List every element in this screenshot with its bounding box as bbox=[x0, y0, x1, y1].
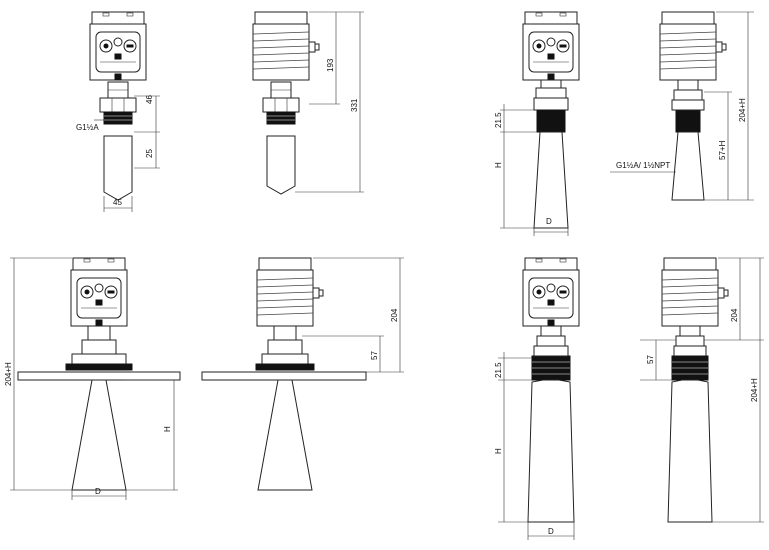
view-horn-front bbox=[500, 11, 580, 236]
label-thread-npt: G1½A/ 1½NPT bbox=[616, 161, 670, 170]
view-large-horn-side bbox=[640, 257, 764, 523]
label-width-d-large: D bbox=[548, 527, 554, 536]
view-flange-front bbox=[10, 257, 181, 500]
label-dim-57-h: 57+H bbox=[718, 140, 727, 160]
view-rod-side bbox=[252, 11, 364, 195]
label-thread: G1½A bbox=[76, 123, 99, 132]
label-dim-h-large: H bbox=[494, 448, 503, 454]
label-dim-204-flange: 204 bbox=[390, 308, 399, 322]
view-rod-front bbox=[89, 11, 160, 212]
label-dim-193: 193 bbox=[326, 58, 335, 72]
label-dim-h-flange: H bbox=[163, 426, 172, 432]
label-dim-46: 46 bbox=[145, 95, 154, 104]
view-horn-side bbox=[610, 11, 754, 201]
label-dim-57-flange: 57 bbox=[370, 351, 379, 360]
label-dim-204-h-large: 204+H bbox=[750, 378, 759, 402]
label-dim-204-h: 204+H bbox=[738, 98, 747, 122]
label-dim-21-5: 21.5 bbox=[494, 112, 503, 128]
label-dim-204-large: 204 bbox=[730, 308, 739, 322]
label-dim-204-h-flange: 204+H bbox=[4, 362, 13, 386]
label-dim-21-5-large: 21.5 bbox=[494, 362, 503, 378]
label-dim-57-large: 57 bbox=[646, 355, 655, 364]
label-width-d: D bbox=[546, 217, 552, 226]
label-dim-331: 331 bbox=[350, 98, 359, 112]
label-dim-h: H bbox=[494, 162, 503, 168]
label-dim-25: 25 bbox=[145, 149, 154, 158]
view-flange-side bbox=[201, 257, 404, 491]
view-large-horn-front bbox=[498, 257, 580, 540]
label-width-45: 45 bbox=[113, 198, 122, 207]
label-width-d-flange: D bbox=[95, 487, 101, 496]
